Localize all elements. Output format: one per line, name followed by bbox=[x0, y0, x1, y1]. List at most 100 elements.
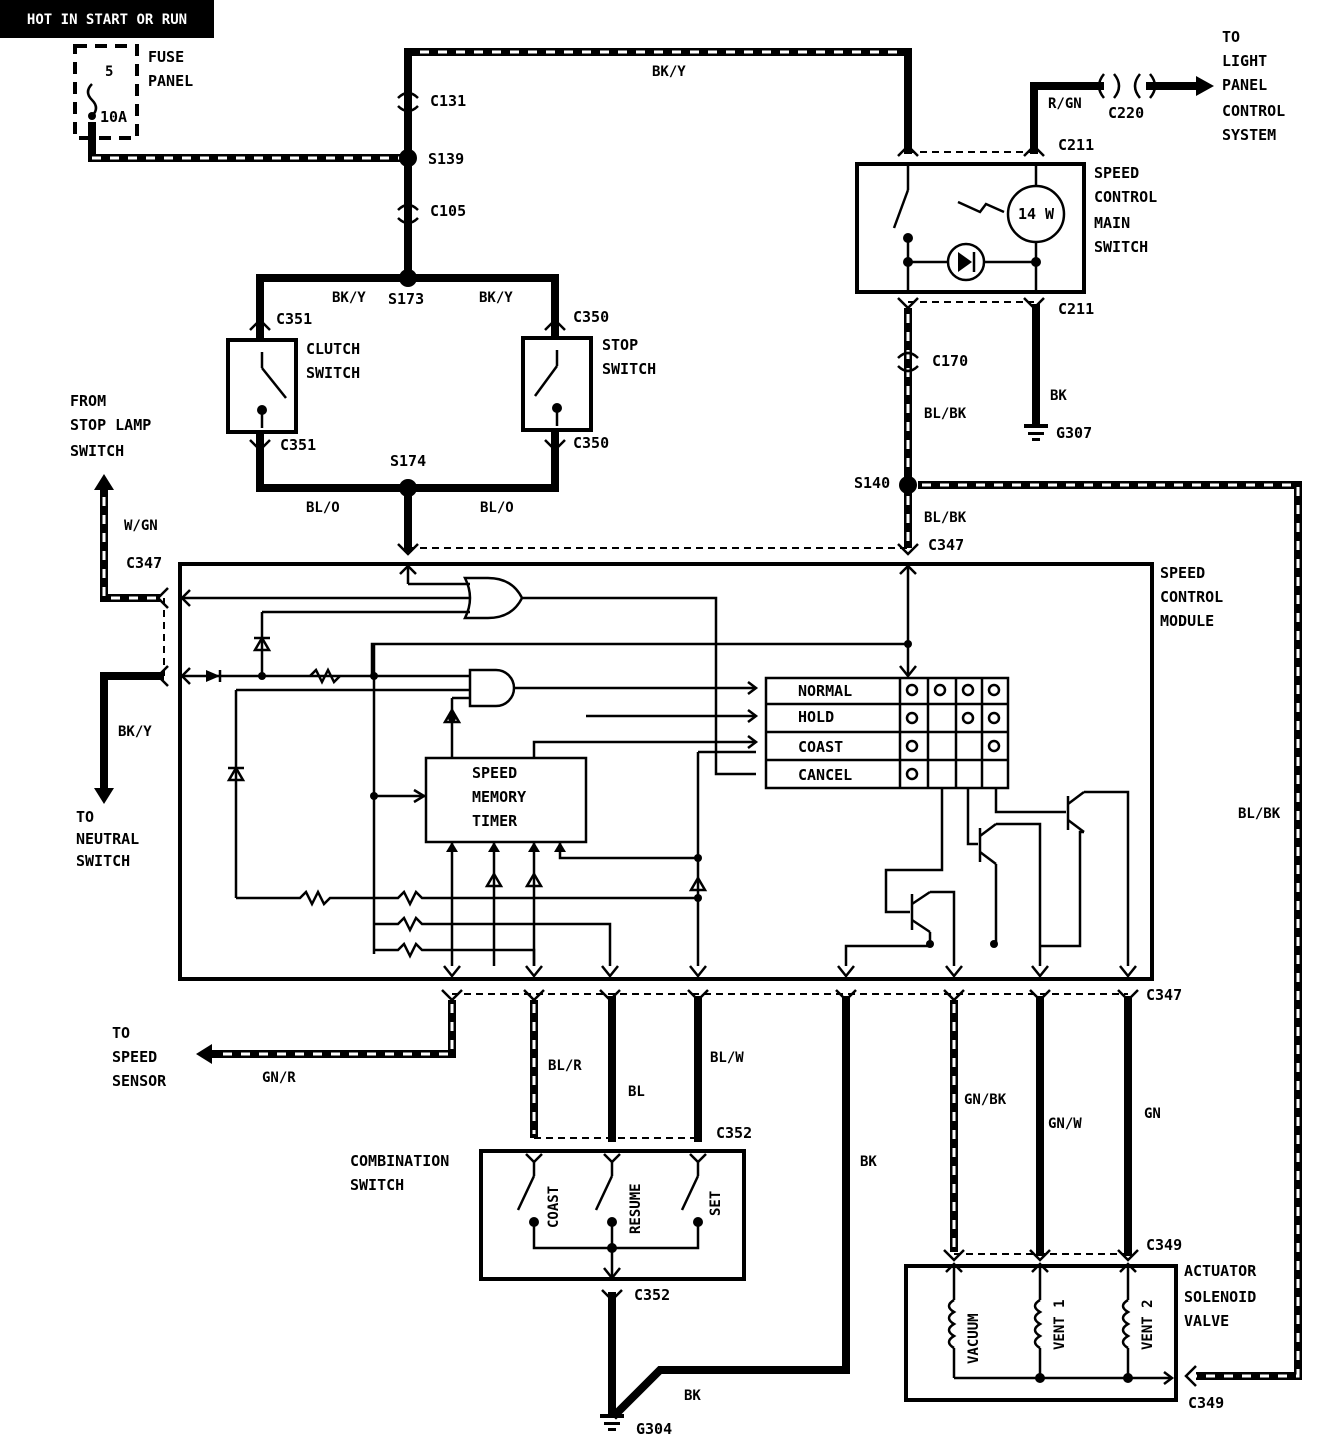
from-stop-3: SWITCH bbox=[70, 442, 124, 460]
connector-c170: C170 bbox=[932, 352, 968, 370]
timer-label-3: TIMER bbox=[472, 812, 518, 830]
power-banner: HOT IN START OR RUN bbox=[0, 0, 214, 38]
connector-c349-top: C349 bbox=[1146, 1236, 1182, 1254]
combination-switch bbox=[479, 1149, 746, 1431]
connector-c220: C220 bbox=[1108, 104, 1144, 122]
combo-coast: COAST bbox=[546, 1186, 562, 1228]
wire-blbk-side: BL/BK bbox=[1238, 806, 1281, 822]
splice-s173-label: S173 bbox=[388, 290, 424, 308]
splice-s139 bbox=[399, 149, 417, 167]
connector-c352-top: C352 bbox=[716, 1124, 752, 1142]
clutch-switch bbox=[226, 338, 298, 434]
fuse-label-2: PANEL bbox=[148, 72, 193, 90]
wire-bky-top: BK/Y bbox=[652, 64, 686, 80]
banner-text: HOT IN START OR RUN bbox=[27, 12, 187, 28]
light-panel-feed bbox=[1030, 73, 1214, 154]
stop-label-2: SWITCH bbox=[602, 360, 656, 378]
to-light-2: LIGHT bbox=[1222, 52, 1267, 70]
speed-control-module bbox=[178, 547, 1154, 981]
actuator-solenoid-valve bbox=[904, 1262, 1197, 1402]
lamp-rating: 14 W bbox=[1018, 205, 1055, 223]
wire-wgn: W/GN bbox=[124, 518, 158, 534]
connector-c347-bottom: C347 bbox=[1146, 986, 1182, 1004]
to-neutral-1: TO bbox=[76, 808, 94, 826]
actuator-label-2: SOLENOID bbox=[1184, 1288, 1256, 1306]
main-switch-label-3: MAIN bbox=[1094, 214, 1130, 232]
mode-hold: HOLD bbox=[798, 708, 834, 726]
from-stop-1: FROM bbox=[70, 392, 106, 410]
wire-bky-right: BK/Y bbox=[479, 290, 513, 306]
wire-rgn: R/GN bbox=[1048, 96, 1082, 112]
actuator-label-1: ACTUATOR bbox=[1184, 1262, 1257, 1280]
combo-set: SET bbox=[708, 1191, 724, 1216]
from-stop-2: STOP LAMP bbox=[70, 416, 151, 434]
top-wiring bbox=[88, 48, 912, 282]
fuse-number: 5 bbox=[105, 64, 113, 80]
splice-s139-label: S139 bbox=[428, 150, 464, 168]
connector-c105: C105 bbox=[430, 202, 466, 220]
fuse-label-1: FUSE bbox=[148, 48, 184, 66]
wire-bl: BL bbox=[628, 1084, 645, 1100]
timer-label-1: SPEED bbox=[472, 764, 517, 782]
wire-gn: GN bbox=[1144, 1106, 1161, 1122]
mode-cancel: CANCEL bbox=[798, 766, 852, 784]
wire-blo-right: BL/O bbox=[480, 500, 514, 516]
stop-switch bbox=[521, 336, 593, 432]
solenoid-vent2: VENT 2 bbox=[1140, 1299, 1156, 1350]
bottom-wiring bbox=[196, 989, 1139, 1420]
wire-bk-ground: BK bbox=[684, 1388, 701, 1404]
wire-gnw: GN/W bbox=[1048, 1116, 1082, 1132]
main-switch-label-2: CONTROL bbox=[1094, 188, 1157, 206]
timer-label-2: MEMORY bbox=[472, 788, 526, 806]
to-neutral-3: SWITCH bbox=[76, 852, 130, 870]
splice-s140-label: S140 bbox=[854, 474, 890, 492]
to-sensor-1: TO bbox=[112, 1024, 130, 1042]
to-neutral-2: NEUTRAL bbox=[76, 830, 139, 848]
solenoid-vent1: VENT 1 bbox=[1052, 1299, 1068, 1350]
connector-c350-bot: C350 bbox=[573, 434, 609, 452]
module-label-2: CONTROL bbox=[1160, 588, 1223, 606]
to-light-3: PANEL bbox=[1222, 76, 1267, 94]
wire-bky-left: BK/Y bbox=[332, 290, 366, 306]
combination-label-2: SWITCH bbox=[350, 1176, 404, 1194]
connector-c352-bot: C352 bbox=[634, 1286, 670, 1304]
combination-label-1: COMBINATION bbox=[350, 1152, 449, 1170]
left-feeds bbox=[94, 474, 169, 804]
to-sensor-2: SPEED bbox=[112, 1048, 157, 1066]
connector-c211-top: C211 bbox=[1058, 136, 1094, 154]
connector-c211-bot: C211 bbox=[1058, 300, 1094, 318]
wire-blr: BL/R bbox=[548, 1058, 582, 1074]
actuator-label-3: VALVE bbox=[1184, 1312, 1229, 1330]
wire-gnr: GN/R bbox=[262, 1070, 296, 1086]
wire-blbk-upper: BL/BK bbox=[924, 406, 967, 422]
main-switch bbox=[855, 144, 1086, 310]
ground-g304: G304 bbox=[636, 1420, 672, 1438]
fuse-rating: 10A bbox=[100, 108, 127, 126]
mode-coast: COAST bbox=[798, 738, 843, 756]
splice-s174-label: S174 bbox=[390, 452, 426, 470]
stop-label-1: STOP bbox=[602, 336, 638, 354]
module-label-1: SPEED bbox=[1160, 564, 1205, 582]
connector-c351-top: C351 bbox=[276, 310, 312, 328]
wire-bk-mid: BK bbox=[860, 1154, 877, 1170]
solenoid-vacuum: VACUUM bbox=[966, 1313, 982, 1364]
to-light-4: CONTROL bbox=[1222, 102, 1285, 120]
to-sensor-3: SENSOR bbox=[112, 1072, 167, 1090]
wire-blw: BL/W bbox=[710, 1050, 744, 1066]
to-light-1: TO bbox=[1222, 28, 1240, 46]
s174-branch bbox=[249, 430, 566, 556]
wire-blo-left: BL/O bbox=[306, 500, 340, 516]
wire-bk-g307: BK bbox=[1050, 388, 1067, 404]
main-switch-label-4: SWITCH bbox=[1094, 238, 1148, 256]
connector-c350-top: C350 bbox=[573, 308, 609, 326]
wire-gnbk: GN/BK bbox=[964, 1092, 1007, 1108]
to-light-5: SYSTEM bbox=[1222, 126, 1276, 144]
connector-c131: C131 bbox=[430, 92, 466, 110]
s140-feed bbox=[897, 304, 1302, 1380]
mode-normal: NORMAL bbox=[798, 682, 852, 700]
wire-blbk-lower: BL/BK bbox=[924, 510, 967, 526]
fuse-panel: 5 10A FUSE PANEL bbox=[73, 44, 193, 140]
clutch-label-1: CLUTCH bbox=[306, 340, 360, 358]
s173-branch bbox=[249, 269, 566, 340]
module-label-3: MODULE bbox=[1160, 612, 1214, 630]
